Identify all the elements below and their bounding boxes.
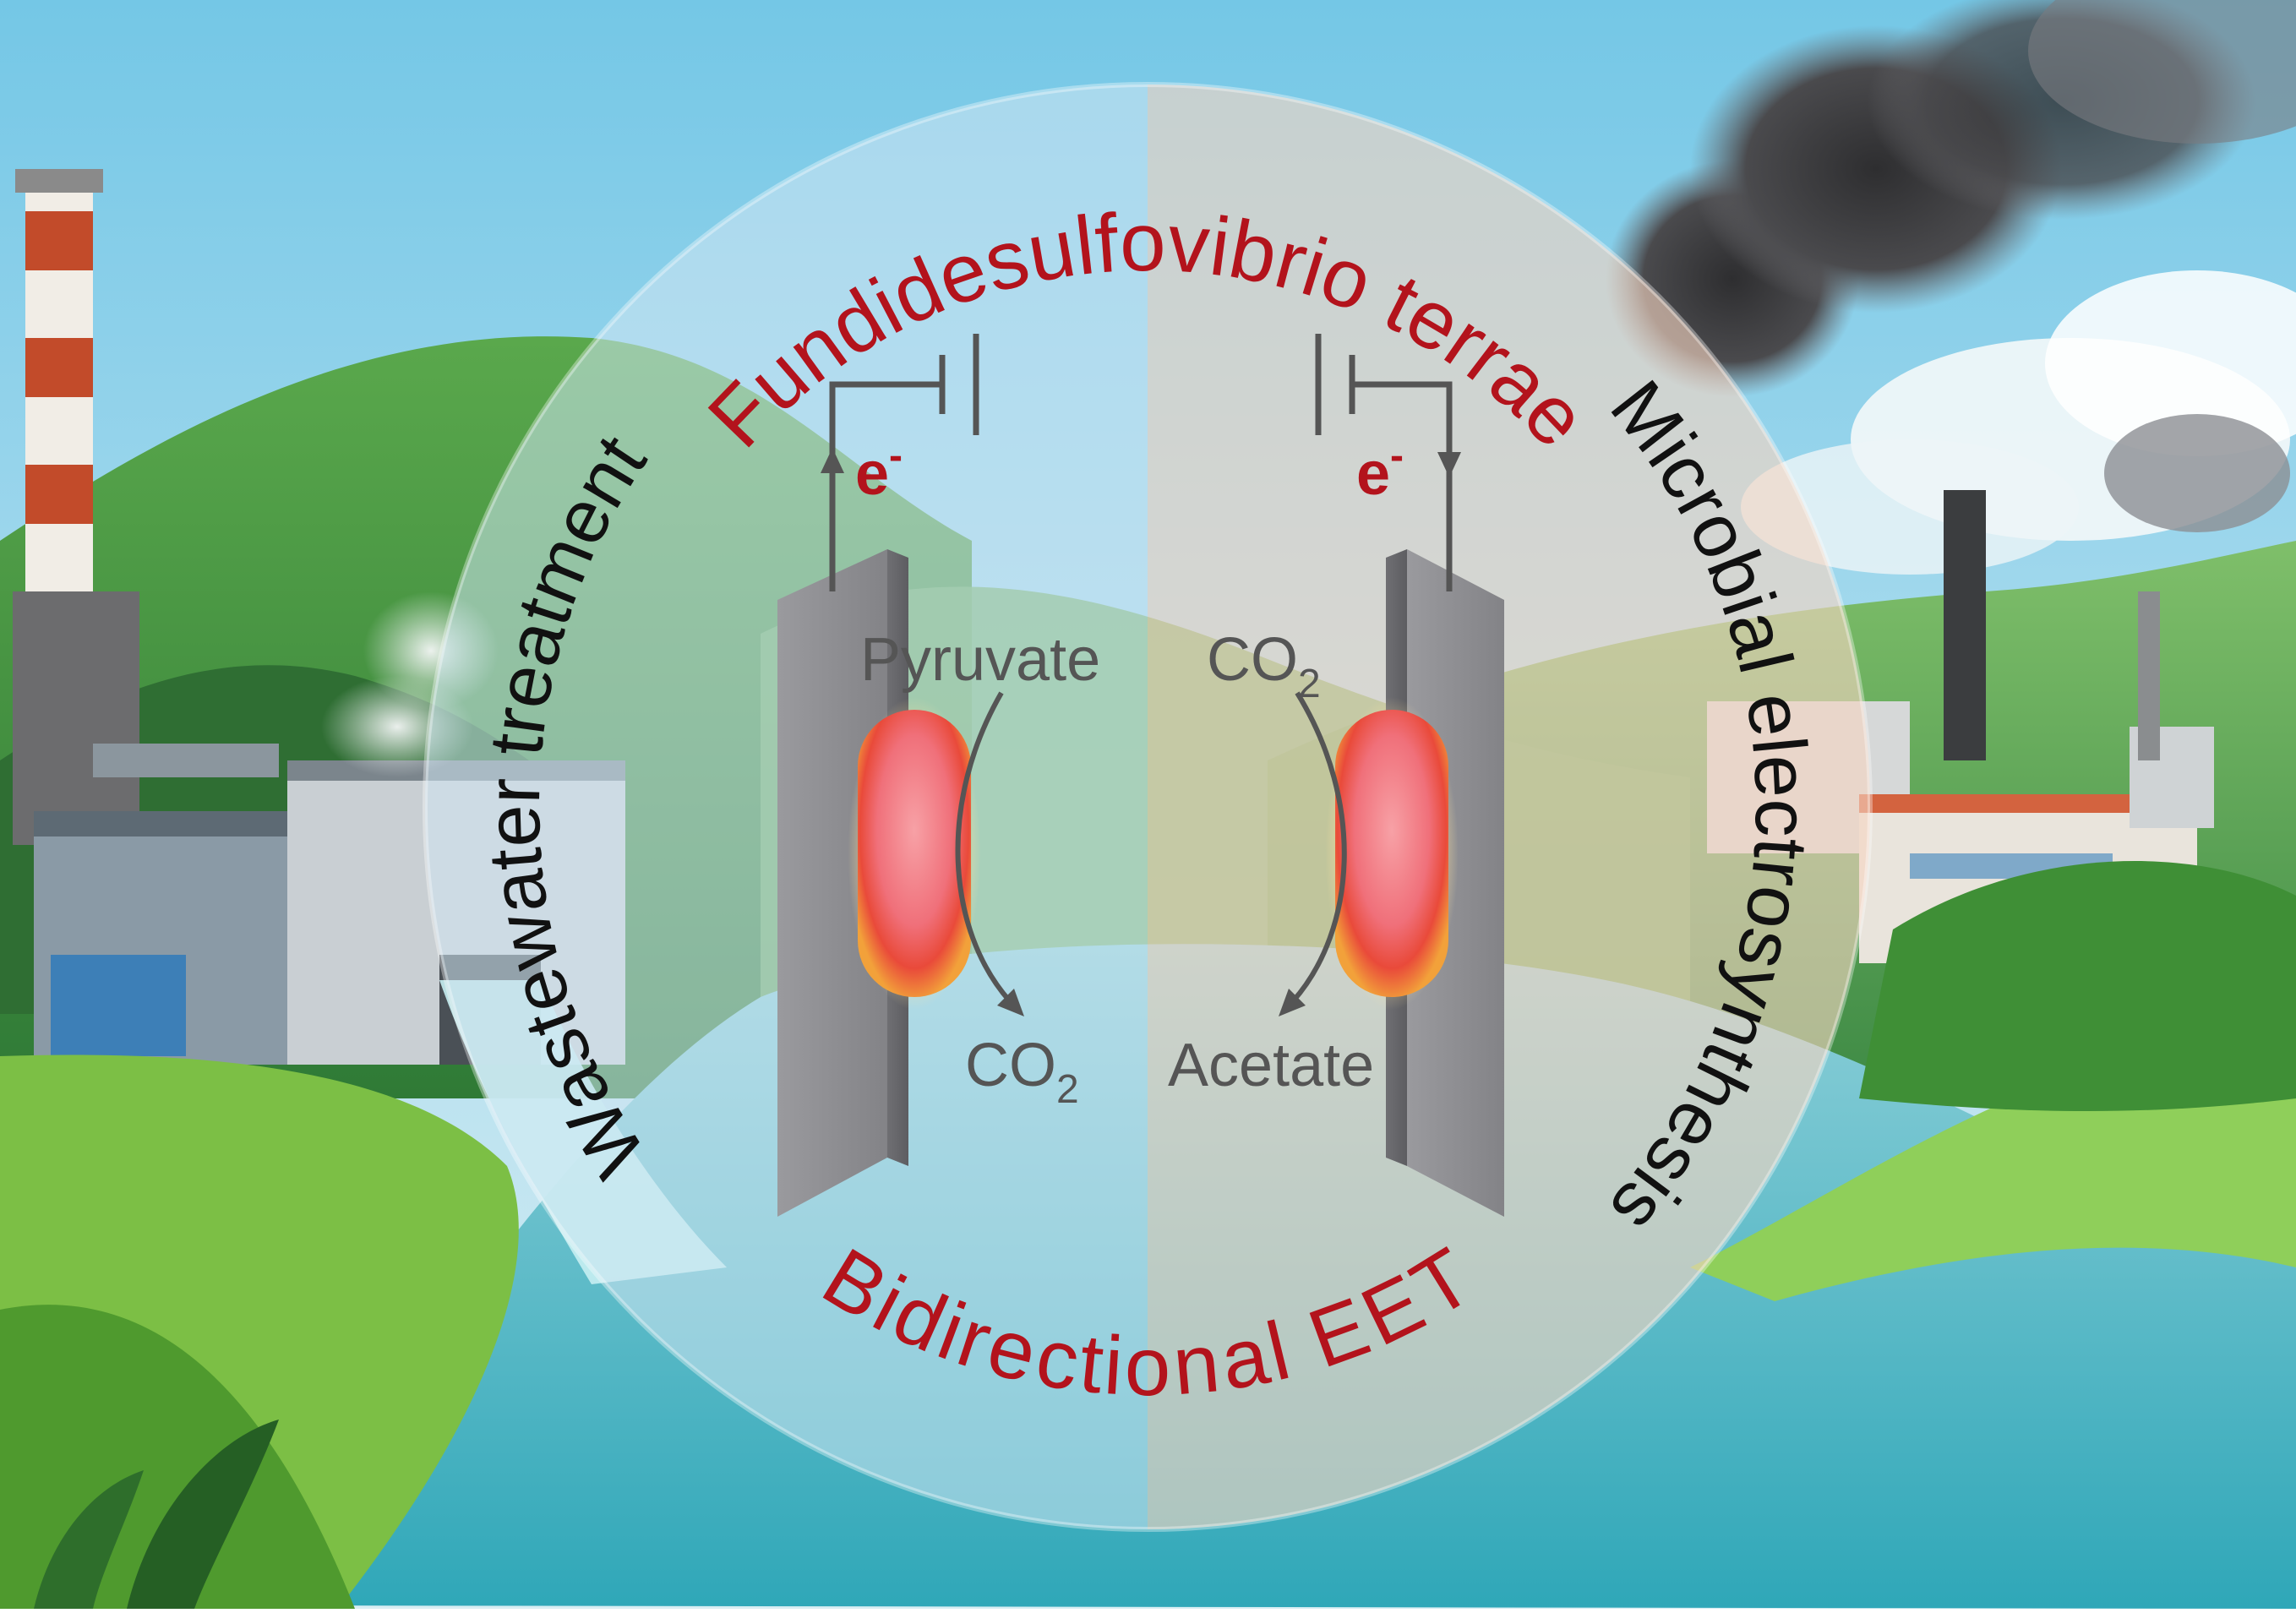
left-chimney-illustration: [13, 169, 139, 845]
left-substrate-label: Pyruvate: [860, 626, 1100, 694]
smoke-illustration: [1606, 0, 2296, 397]
right-reaction-arrow: [1290, 691, 1347, 1003]
central-circle: [425, 84, 1870, 1529]
right-substrate-label: CO2: [1207, 626, 1321, 706]
right-product-label: Acetate: [1168, 1032, 1374, 1099]
left-circuit: [829, 334, 979, 591]
right-bacterium: [1325, 697, 1459, 1010]
right-circuit: [1315, 334, 1453, 591]
left-reaction-arrow: [955, 691, 1012, 1003]
right-electron-label: e-: [1356, 433, 1404, 508]
left-electron-label: e-: [855, 433, 903, 508]
right-reaction-arrowhead: [1279, 989, 1306, 1016]
left-electron-arrowhead: [821, 448, 844, 473]
left-bacterium: [848, 697, 981, 1010]
right-electron-arrowhead: [1437, 452, 1461, 477]
left-product-label: CO2: [965, 1032, 1079, 1112]
left-reaction-arrowhead: [997, 989, 1024, 1016]
circle-edge: [423, 82, 1873, 1532]
